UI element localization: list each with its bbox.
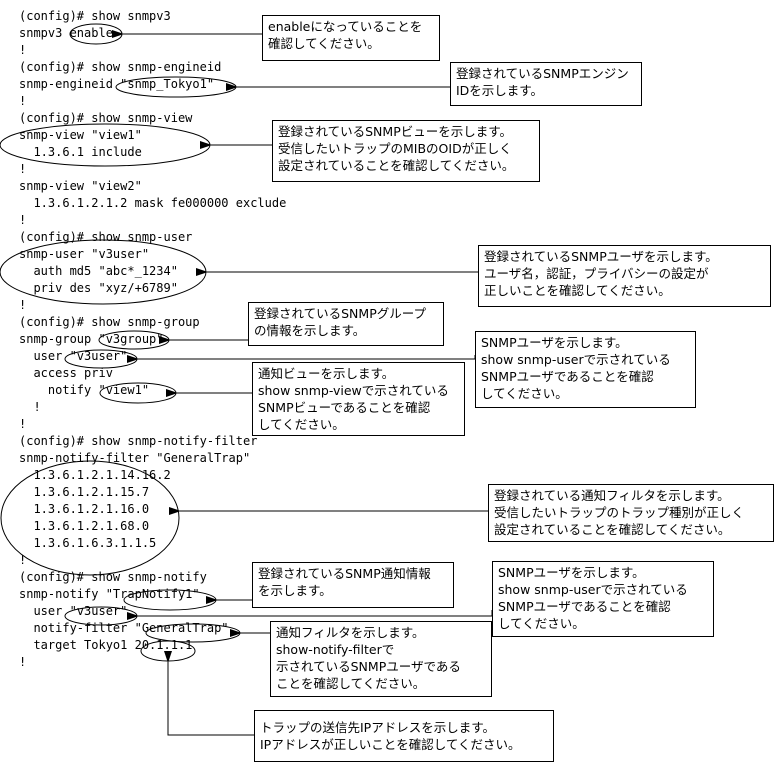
callout-group-user: SNMPユーザを示します。 show snmp-userで示されている SNMP… [475,331,696,408]
config-line: ! [19,298,27,312]
config-line: snmp-engineid "snmp_Tokyo1" [19,77,215,91]
callout-view: 登録されているSNMPビューを示します。 受信したいトラップのMIBのOIDが正… [272,120,540,182]
config-line: (config)# show snmp-engineid [19,60,222,74]
config-line: user "v3user" [19,349,128,363]
callout-notify-filter-ref: 通知フィルタを示します。 show-notify-filterで 示されているS… [270,621,492,697]
callout-target: トラップの送信先IPアドレスを示します。 IPアドレスが正しいことを確認してくだ… [254,710,554,762]
config-line: ! [19,553,27,567]
config-line: ! [19,417,27,431]
config-line: user "v3user" [19,604,128,618]
config-line: ! [19,162,27,176]
config-line: (config)# show snmp-view [19,111,193,125]
config-line: ! [19,213,27,227]
config-line: ! [19,655,27,669]
config-line: snmp-notify "TrapNotify1" [19,587,200,601]
config-line: 1.3.6.1.6.3.1.1.5 [19,536,157,550]
connector-target [164,651,254,736]
config-output: (config)# show snmpv3 snmpv3 enable! (conf… [19,8,286,671]
callout-notify: 登録されているSNMP通知情報 を示します。 [252,562,454,608]
config-line: snmpv3 enable [19,26,113,40]
config-line: (config)# show snmp-user [19,230,193,244]
config-line: 1.3.6.1.2.1.15.7 [19,485,150,499]
config-line: 1.3.6.1.2.1.16.0 [19,502,150,516]
config-line: (config)# show snmpv3 [19,9,171,23]
config-line: snmp-view "view1" [19,128,142,142]
callout-engineid: 登録されているSNMPエンジン IDを示します。 [450,62,642,106]
config-line: 1.3.6.1.2.1.68.0 [19,519,150,533]
config-line: ! [19,400,41,414]
config-line: snmp-user "v3user" [19,247,150,261]
config-line: ! [19,94,27,108]
config-line: snmp-view "view2" [19,179,142,193]
config-line: (config)# show snmp-notify-filter [19,434,258,448]
callout-notify-filter: 登録されている通知フィルタを示します。 受信したいトラップのトラップ種別が正しく… [488,484,774,542]
config-line: snmp-group "v3group" [19,332,164,346]
config-line: notify "view1" [19,383,150,397]
config-line: auth md5 "abc*_1234" [19,264,178,278]
config-line: notify-filter "GeneralTrap" [19,621,229,635]
config-line: target Tokyo1 20.1.1.1 [19,638,193,652]
config-line: ! [19,43,27,57]
config-line: access priv [19,366,113,380]
callout-user: 登録されているSNMPユーザを示します。 ユーザ名，認証，プライバシーの設定が … [478,245,771,307]
config-line: 1.3.6.1.2.1.14.16.2 [19,468,171,482]
callout-notify-user: SNMPユーザを示します。 show snmp-userで示されている SNMP… [492,561,714,637]
callout-group: 登録されているSNMPグループ の情報を示します。 [248,302,444,346]
config-line: (config)# show snmp-notify [19,570,207,584]
callout-notify-view: 通知ビューを示します。 show snmp-viewで示されている SNMPビュ… [252,362,465,436]
callout-snmpv3: enableになっていることを 確認してください。 [262,15,440,61]
config-line: snmp-notify-filter "GeneralTrap" [19,451,251,465]
config-line: 1.3.6.1.2.1.2 mask fe000000 exclude [19,196,287,210]
config-line: 1.3.6.1 include [19,145,142,159]
config-line: (config)# show snmp-group [19,315,200,329]
config-line: priv des "xyz/+6789" [19,281,178,295]
